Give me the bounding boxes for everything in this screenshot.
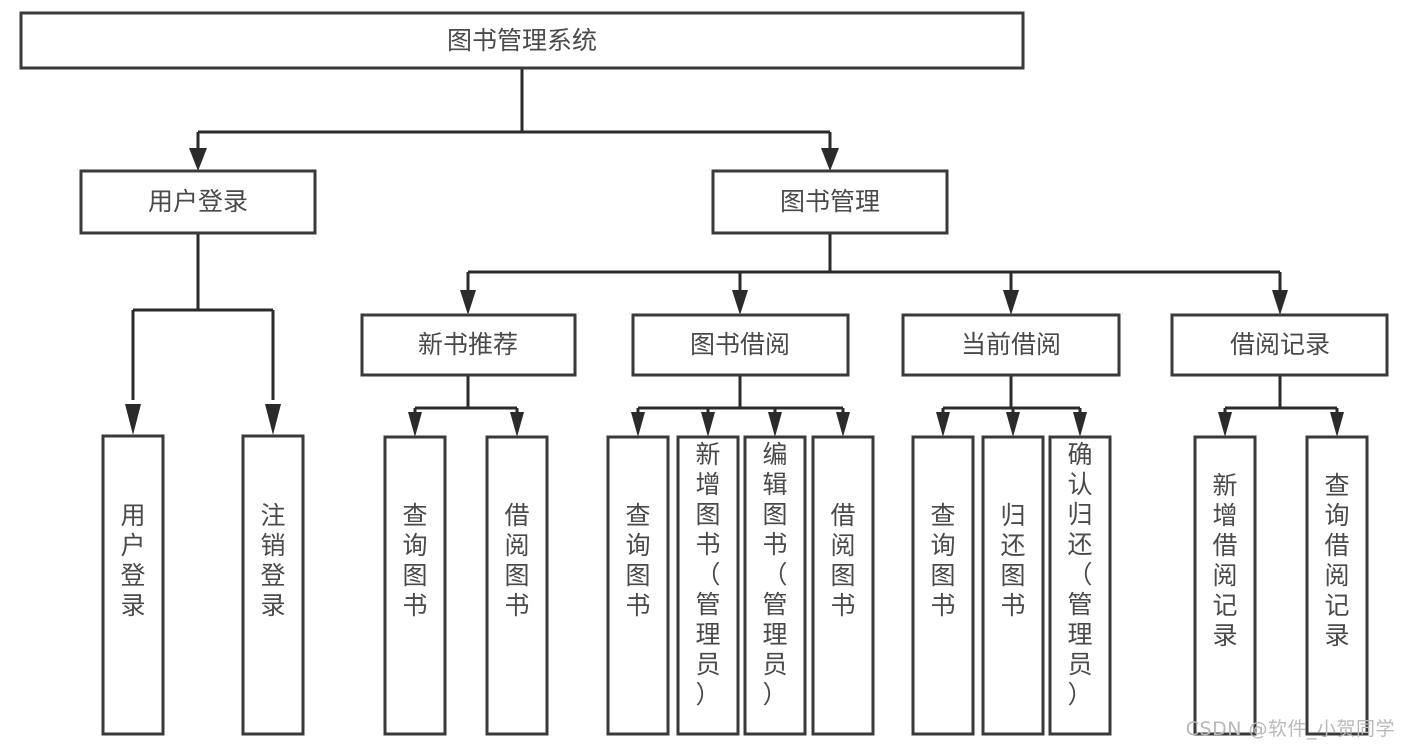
leaf-node-13-label: 查询借阅记录 <box>1324 471 1349 650</box>
leaf-node-9-box[interactable] <box>911 435 975 736</box>
arrow-head-leaf-1 <box>125 404 141 435</box>
arrow-head-leaf-2 <box>265 404 281 435</box>
leaf-node-13-box[interactable] <box>1305 435 1369 736</box>
leaf-node-12-box[interactable] <box>1193 435 1257 736</box>
leaf-node-7-box[interactable] <box>743 435 807 736</box>
leaf-node-5-label: 查询图书 <box>625 501 650 620</box>
node-current-label: 当前借阅 <box>961 330 1061 359</box>
node-root[interactable]: 图书管理系统 <box>19 11 1025 70</box>
leaf-node-4-box[interactable] <box>485 435 549 736</box>
arrow-head-leaf-12 <box>1218 412 1232 437</box>
arrow-head-leaf-4 <box>510 412 524 437</box>
arrow-head-leaf-11 <box>1073 412 1087 437</box>
arrow-head-leaf-7 <box>768 412 782 437</box>
leaf-node-11[interactable]: 确认归还（管理员） <box>1048 435 1112 736</box>
leaf-node-9-label: 查询图书 <box>930 501 955 620</box>
leaf-node-11-box[interactable] <box>1048 435 1112 736</box>
node-newbook[interactable]: 新书推荐 <box>360 313 577 377</box>
node-newbook-label: 新书推荐 <box>418 330 518 359</box>
arrow-head-borrow <box>732 290 748 315</box>
arrow-head-record <box>1272 290 1288 315</box>
arrow-head-leaf-9 <box>936 412 950 437</box>
leaf-node-10-label: 归还图书 <box>1000 501 1025 620</box>
leaf-node-6-label: 新增图书（管理员） <box>695 440 720 709</box>
leaf-node-2-box[interactable] <box>241 434 305 736</box>
node-record-box[interactable] <box>1170 313 1389 377</box>
arrow-head-bookmgmt <box>821 148 839 171</box>
node-bookmgmt[interactable]: 图书管理 <box>711 169 949 235</box>
node-bookmgmt-box[interactable] <box>711 169 949 235</box>
arrow-head-leaf-8 <box>836 412 850 437</box>
node-current[interactable]: 当前借阅 <box>901 313 1121 377</box>
leaf-node-13[interactable]: 查询借阅记录 <box>1305 435 1369 736</box>
node-borrow-label: 图书借阅 <box>690 330 790 359</box>
csdn-watermark: CSDN @软件_小贺同学 <box>1185 718 1395 740</box>
node-record-label: 借阅记录 <box>1230 330 1330 359</box>
leaf-node-7[interactable]: 编辑图书（管理员） <box>743 435 807 736</box>
arrow-head-newbook <box>460 290 476 315</box>
leaf-node-5-box[interactable] <box>606 435 670 736</box>
arrow-head-leaf-3 <box>408 412 422 437</box>
arrow-head-leaf-13 <box>1330 412 1344 437</box>
arrow-head-current <box>1003 290 1019 315</box>
node-root-label: 图书管理系统 <box>447 26 597 55</box>
node-record[interactable]: 借阅记录 <box>1170 313 1389 377</box>
leaf-node-6-box[interactable] <box>676 435 740 736</box>
leaf-node-12[interactable]: 新增借阅记录 <box>1193 435 1257 736</box>
leaf-node-6[interactable]: 新增图书（管理员） <box>676 435 740 736</box>
leaf-node-3[interactable]: 查询图书 <box>383 435 447 736</box>
leaf-node-1-box[interactable] <box>101 434 165 736</box>
leaf-node-10[interactable]: 归还图书 <box>981 435 1045 736</box>
node-current-box[interactable] <box>901 313 1121 377</box>
leaf-node-2-label: 注销登录 <box>260 501 285 620</box>
arrow-head-leaf-6 <box>701 412 715 437</box>
leaf-node-1-label: 用户登录 <box>120 501 145 620</box>
leaf-node-1[interactable]: 用户登录 <box>101 434 165 736</box>
leaf-node-9[interactable]: 查询图书 <box>911 435 975 736</box>
leaf-node-8-label: 借阅图书 <box>830 501 855 620</box>
node-login[interactable]: 用户登录 <box>79 169 317 235</box>
node-root-box[interactable] <box>19 11 1025 70</box>
leaf-node-5[interactable]: 查询图书 <box>606 435 670 736</box>
node-borrow-box[interactable] <box>631 313 850 377</box>
leaf-node-2[interactable]: 注销登录 <box>241 434 305 736</box>
node-login-label: 用户登录 <box>148 187 248 216</box>
leaf-node-4[interactable]: 借阅图书 <box>485 435 549 736</box>
node-bookmgmt-label: 图书管理 <box>780 187 880 216</box>
arrow-head-leaf-10 <box>1006 412 1020 437</box>
leaf-node-8[interactable]: 借阅图书 <box>811 435 875 736</box>
leaf-node-8-box[interactable] <box>811 435 875 736</box>
leaf-node-3-box[interactable] <box>383 435 447 736</box>
arrow-head-login <box>189 148 207 171</box>
leaf-node-10-box[interactable] <box>981 435 1045 736</box>
arrow-head-leaf-5 <box>631 412 645 437</box>
leaf-node-11-label: 确认归还（管理员） <box>1067 440 1092 709</box>
node-login-box[interactable] <box>79 169 317 235</box>
edge-layer <box>125 68 1344 437</box>
leaf-node-7-label: 编辑图书（管理员） <box>762 440 787 709</box>
leaf-node-4-label: 借阅图书 <box>504 501 529 620</box>
leaf-node-12-label: 新增借阅记录 <box>1212 471 1237 650</box>
node-newbook-box[interactable] <box>360 313 577 377</box>
leaf-node-3-label: 查询图书 <box>402 501 427 620</box>
node-borrow[interactable]: 图书借阅 <box>631 313 850 377</box>
